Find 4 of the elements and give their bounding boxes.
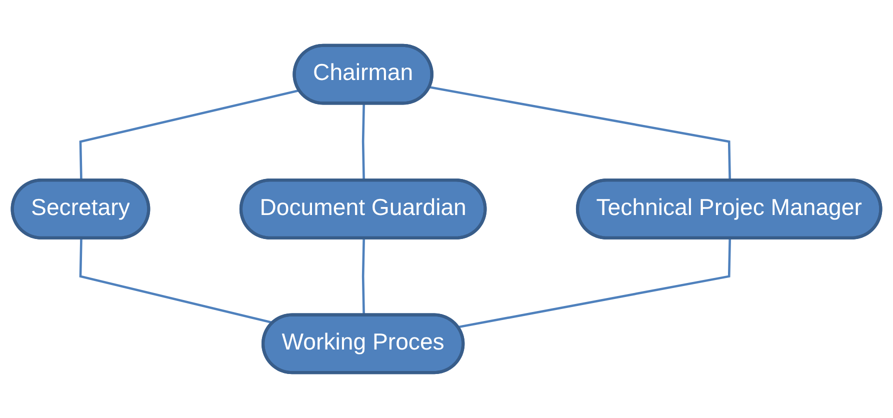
connector: [79, 89, 300, 181]
connector: [458, 238, 732, 328]
connector: [362, 104, 365, 181]
connector: [430, 86, 732, 181]
